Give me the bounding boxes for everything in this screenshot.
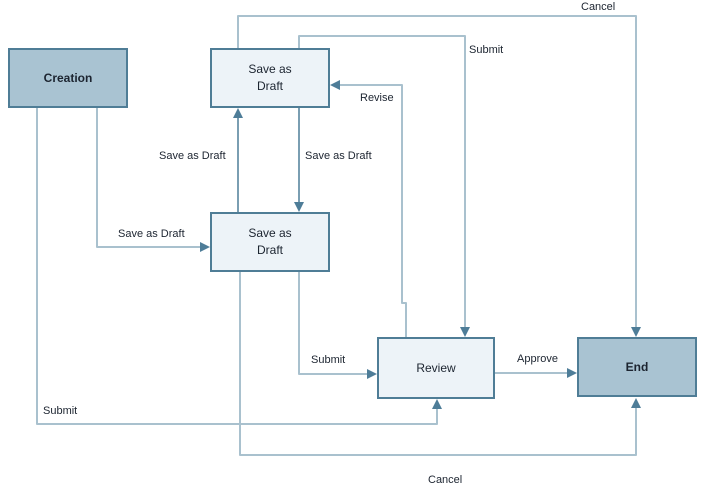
- arrowhead-up-icon: [233, 108, 243, 118]
- arrowhead-right-icon: [200, 242, 210, 252]
- edge-cancel-top: [237, 15, 637, 327]
- node-review[interactable]: Review: [377, 337, 495, 399]
- arrowhead-right-icon: [367, 369, 377, 379]
- edge-label-approve: Approve: [517, 353, 558, 365]
- edge-label-submit-from-draft: Submit: [311, 354, 346, 366]
- edge-label-save-as-draft-up: Save as Draft: [159, 150, 226, 162]
- node-review-label: Review: [416, 360, 456, 375]
- node-creation[interactable]: Creation: [8, 48, 128, 108]
- edge-label-cancel-bottom: Cancel: [428, 474, 463, 486]
- edge-label-save-as-draft-from-creation: Save as Draft: [118, 228, 185, 240]
- edge-label-submit-top: Submit: [469, 44, 504, 56]
- arrowhead-down-icon: [631, 327, 641, 337]
- edge-cancel-bottom: [239, 272, 637, 456]
- edge-submit-from-draft-mid: [298, 272, 367, 375]
- edge-label-revise: Revise: [360, 92, 394, 104]
- arrowhead-left-icon: [330, 80, 340, 90]
- node-save-as-draft-middle-label: Save as Draft: [248, 226, 292, 257]
- arrowhead-down-icon: [460, 327, 470, 337]
- node-end-label: End: [625, 359, 649, 374]
- edge-label-cancel-top: Cancel: [581, 1, 616, 13]
- arrowhead-up-icon: [631, 398, 641, 408]
- node-creation-label: Creation: [43, 70, 93, 85]
- edge-label-save-as-draft-down: Save as Draft: [305, 150, 372, 162]
- arrowhead-down-icon: [294, 202, 304, 212]
- edge-save-from-creation: [96, 108, 200, 248]
- edge-revise: [340, 84, 407, 337]
- edge-submit-top: [298, 35, 466, 327]
- arrowhead-up-icon: [432, 399, 442, 409]
- node-save-as-draft-top[interactable]: Save as Draft: [210, 48, 330, 108]
- node-save-as-draft-middle[interactable]: Save as Draft: [210, 212, 330, 272]
- edge-submit-from-creation: [36, 108, 438, 425]
- node-end[interactable]: End: [577, 337, 697, 397]
- arrowhead-right-icon: [567, 368, 577, 378]
- edge-label-submit-from-creation: Submit: [43, 405, 78, 417]
- node-save-as-draft-top-label: Save as Draft: [248, 62, 292, 93]
